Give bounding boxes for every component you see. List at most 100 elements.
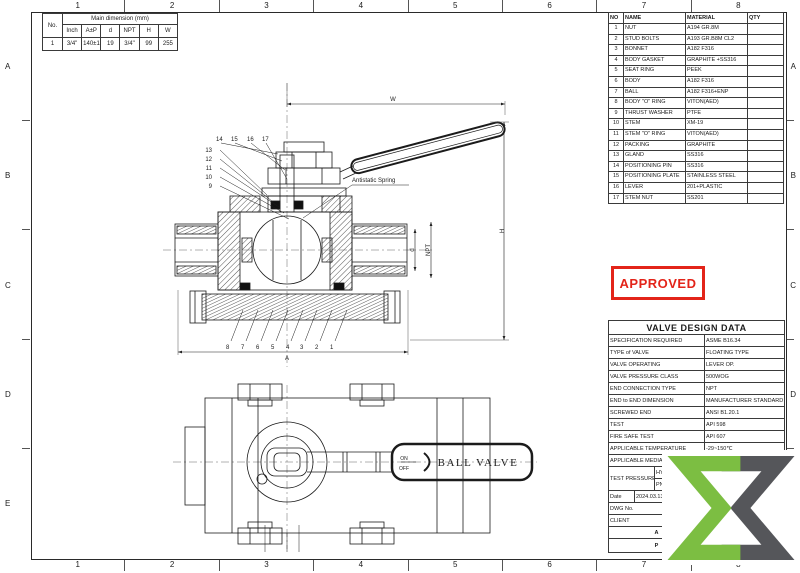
design-value: LEVER OP. [703, 358, 786, 371]
part-no: 3 [608, 44, 624, 56]
part-no: 8 [608, 97, 624, 109]
dim-col-header: A±P [81, 24, 102, 38]
dim-value-cell: 19 [100, 37, 121, 51]
design-value: API 607 [703, 430, 786, 443]
part-name: PACKING [623, 139, 686, 152]
part-no: 4 [608, 54, 624, 67]
part-name: NUT [623, 23, 686, 35]
part-material: 201+PLASTIC [685, 181, 748, 194]
parts-row: 11 STEM "O" RING VITON(AED) [608, 128, 784, 141]
grid-col-label: 7 [597, 559, 692, 571]
parts-col-header: NAME [623, 12, 686, 24]
parts-row: 10 STEM XM-19 [608, 118, 784, 130]
parts-col-header: NO [608, 12, 624, 24]
design-row: TYPE of VALVE FLOATING TYPE [608, 346, 786, 359]
design-label: VALVE PRESSURE CLASS [608, 370, 705, 383]
callout-17: 17 [262, 137, 269, 143]
part-qty [747, 33, 784, 46]
part-qty [747, 23, 784, 35]
callout-12: 12 [205, 157, 212, 163]
dim-col-header: d [100, 24, 121, 38]
part-qty [747, 118, 784, 130]
part-no: 16 [608, 181, 624, 194]
design-value: ANSI B1.20.1 [703, 406, 786, 419]
part-material: A182 F316 [685, 75, 748, 88]
grid-col-label: 1 [31, 559, 126, 571]
parts-col-header: MATERIAL [685, 12, 748, 24]
parts-row: 9 THRUST WASHER PTFE [608, 107, 784, 120]
design-row: END CONNECTION TYPE NPT [608, 382, 786, 395]
dim-col-header: W [157, 24, 179, 38]
drawing-labels: 14 15 16 17 13 12 11 10 9 8 7 6 5 4 3 2 … [205, 97, 519, 472]
parts-row: 8 BODY "O" RING VITON(AED) [608, 97, 784, 109]
callout-1: 1 [330, 345, 334, 351]
design-label: END to END DIMENSION [608, 394, 705, 407]
part-no: 14 [608, 160, 624, 173]
design-label: SPECIFICATION REQUIRED [608, 334, 705, 347]
part-name: BODY GASKET [623, 54, 686, 67]
grid-row-label: A [0, 12, 30, 122]
grid-col-label: 2 [125, 0, 220, 12]
part-material: GRAPHITE [685, 139, 748, 152]
parts-row: 3 BONNET A182 F316 [608, 44, 784, 56]
part-name: BALL [623, 86, 686, 99]
callout-11: 11 [206, 166, 213, 172]
part-name: BODY "O" RING [623, 97, 686, 109]
callout-14: 14 [216, 137, 223, 143]
part-name: LEVER [623, 181, 686, 194]
grid-row-label: D [786, 340, 800, 450]
parts-row: 5 SEAT RING PEEK [608, 65, 784, 77]
part-name: STUD BOLTS [623, 33, 686, 46]
date-label: Date [608, 490, 635, 503]
grid-col-label: 2 [125, 559, 220, 571]
part-name: STEM [623, 118, 686, 130]
callout-16: 16 [247, 137, 254, 143]
parts-row: 13 GLAND SS316 [608, 150, 784, 162]
grid-row-label: E [5, 498, 11, 508]
part-name: BODY [623, 75, 686, 88]
part-qty [747, 192, 784, 205]
handle-off-label: OFF [399, 466, 409, 472]
drawing-frame [31, 12, 787, 560]
part-qty [747, 44, 784, 56]
callout-9: 9 [209, 184, 213, 190]
parts-row: 2 STUD BOLTS A193 GR.B8M CL2 [608, 33, 784, 46]
grid-row-label: B [0, 121, 30, 231]
design-label: FIRE SAFE TEST [608, 430, 705, 443]
grid-row-label: C [0, 230, 30, 340]
grid-col-label: 3 [220, 0, 315, 12]
handle-on-label: ON [400, 456, 408, 462]
bolt-cluster [237, 383, 395, 545]
part-material: SS201 [685, 192, 748, 205]
parts-row: 17 STEM NUT SS201 [608, 192, 784, 205]
part-no: 17 [608, 192, 624, 205]
company-logo [662, 450, 800, 565]
design-row: END to END DIMENSION MANUFACTURER STANDA… [608, 394, 786, 407]
part-material: A193 GR.B8M CL2 [685, 33, 748, 46]
parts-row: 7 BALL A182 F316+ENP [608, 86, 784, 99]
design-value: ASME B16.34 [703, 334, 786, 347]
valve-technical-drawing: 14 15 16 17 13 12 11 10 9 8 7 6 5 4 3 2 … [163, 83, 537, 552]
design-label: TYPE of VALVE [608, 346, 705, 359]
part-qty [747, 75, 784, 88]
callout-6: 6 [256, 345, 260, 351]
design-row: VALVE PRESSURE CLASS 500WOG [608, 370, 786, 383]
design-row: VALVE OPERATING LEVER OP. [608, 358, 786, 371]
design-label: TEST [608, 418, 705, 431]
callout-8: 8 [226, 345, 230, 351]
parts-row: 14 POSITIONING PIN SS316 [608, 160, 784, 173]
grid-col-label: 5 [409, 559, 503, 571]
part-qty [747, 65, 784, 77]
antistatic-spring-label: Antistatic Spring [352, 178, 395, 184]
part-material: PEEK [685, 65, 748, 77]
design-label: END CONNECTION TYPE [608, 382, 705, 395]
part-material: A194 GR.8M [685, 23, 748, 35]
part-material: VITON(AED) [685, 128, 748, 141]
handle-ball-valve-label: BALL VALVE [438, 457, 519, 469]
part-no: 11 [608, 128, 624, 141]
dim-value-cell: 3/4" [61, 37, 83, 51]
grid-row-label: C [786, 230, 800, 340]
